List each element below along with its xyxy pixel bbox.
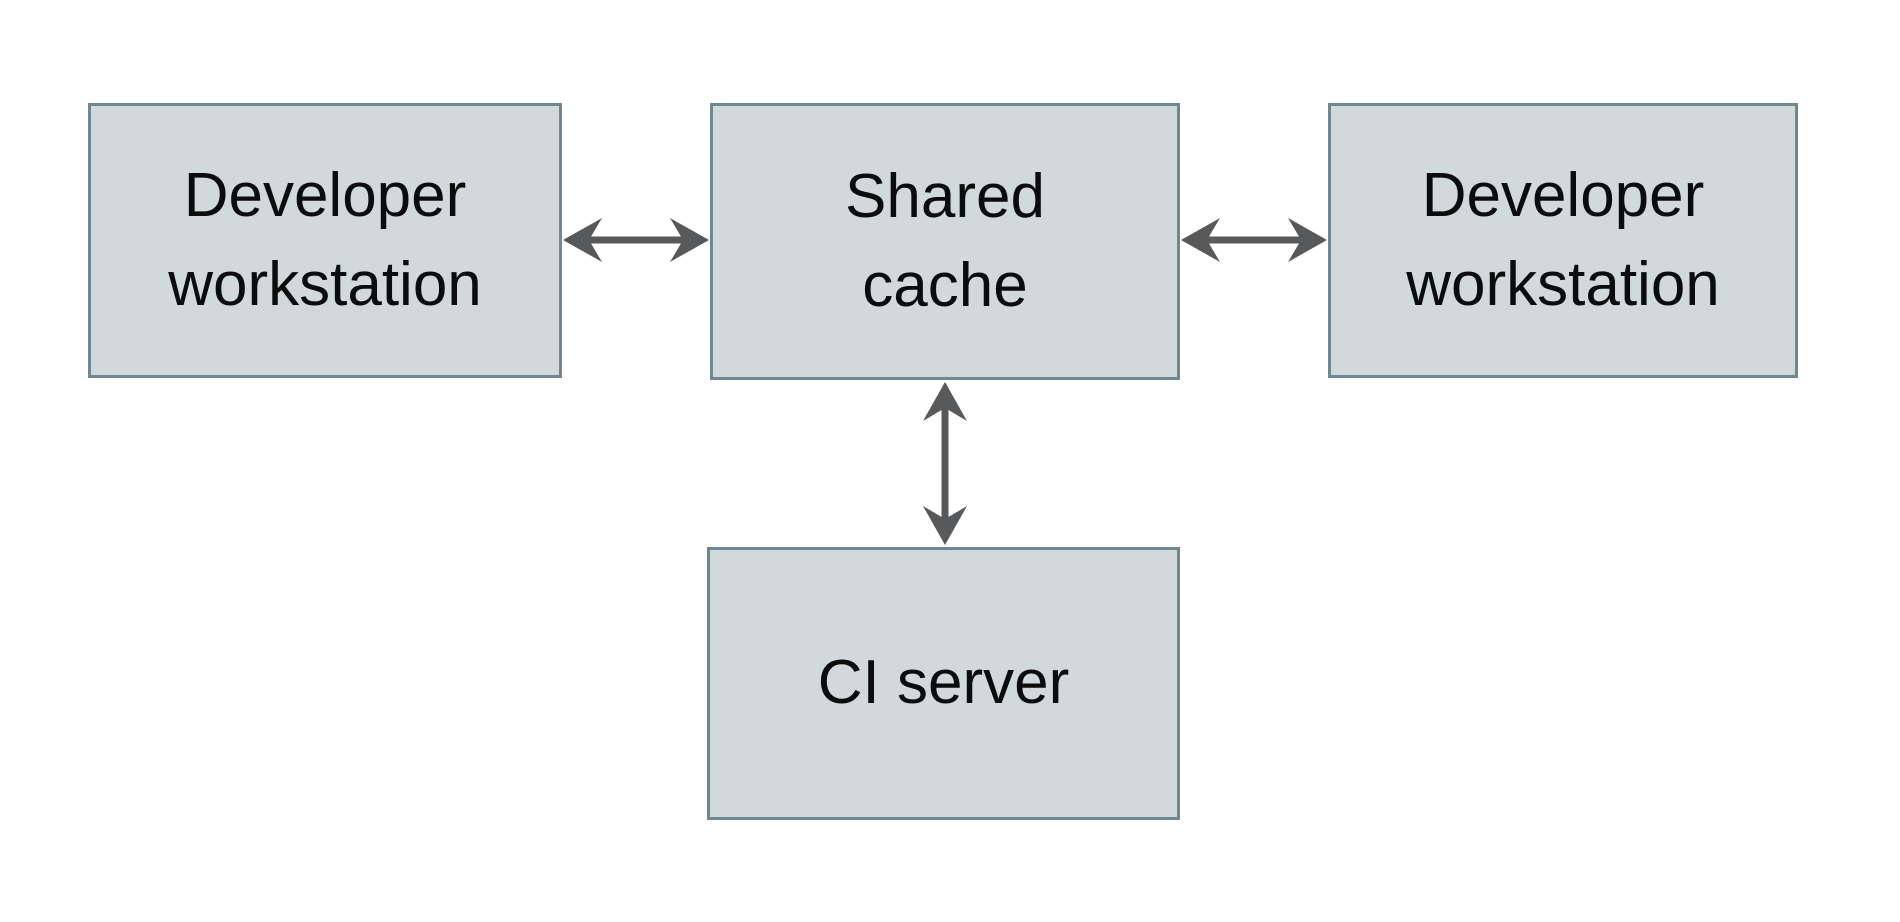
- arrow-head-left-icon: [563, 218, 602, 262]
- arrow-head-left-icon: [1181, 218, 1220, 262]
- bidirectional-arrow-cache-to-ci-server: [923, 382, 967, 545]
- node-label-developer-workstation-left: Developer workstation: [168, 161, 482, 319]
- node-developer-workstation-left: Developer workstation: [88, 103, 562, 378]
- arrow-head-right-icon: [1288, 218, 1327, 262]
- node-label-developer-workstation-right: Developer workstation: [1406, 161, 1720, 319]
- node-ci-server: CI server: [707, 547, 1180, 820]
- arrow-shaft: [586, 236, 686, 244]
- node-label-shared-cache: Shared cache: [845, 162, 1045, 320]
- bidirectional-arrow-workstation-left-to-cache: [563, 218, 709, 262]
- arrow-head-up-icon: [923, 382, 967, 421]
- node-developer-workstation-right: Developer workstation: [1328, 103, 1798, 378]
- arrow-shaft: [941, 405, 949, 522]
- arrow-shaft: [1204, 236, 1304, 244]
- bidirectional-arrow-cache-to-workstation-right: [1181, 218, 1327, 262]
- node-label-ci-server: CI server: [817, 648, 1070, 718]
- arrow-head-down-icon: [923, 506, 967, 545]
- node-shared-cache: Shared cache: [710, 103, 1180, 380]
- arrow-head-right-icon: [670, 218, 709, 262]
